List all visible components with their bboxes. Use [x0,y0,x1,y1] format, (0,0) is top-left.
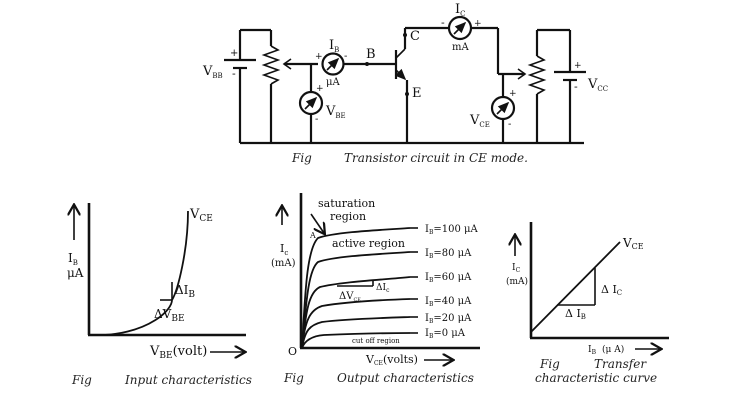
origin-label: O [288,345,297,358]
svg-text:-: - [441,16,445,29]
transfer-caption-fig: Fig [539,357,560,371]
saturation-arrow-icon [310,213,324,233]
delta-ic-label: Δ IC [601,283,622,297]
transfer-caption-title-2: characteristic curve [535,371,657,385]
curve-ib-20 [301,316,411,349]
cutoff-region-label: cut off region [352,337,400,345]
npn-transistor: C E [394,26,448,143]
curve-ib-40 [301,298,411,349]
ic-unit: mA [452,42,469,53]
transfer-caption-title: Transfer [594,357,647,371]
svg-text:-: - [344,51,347,62]
curve-label-ib-100: IB=100 μA [425,224,479,236]
input-caption-fig: Fig [71,373,92,387]
svg-text:+: + [474,19,482,29]
curve-label-ib-40: IB=40 μA [425,296,472,308]
delta-ib-label: ΔIB [175,283,195,300]
y-axis-label: IB [68,251,78,267]
curve-ib-0 [301,332,411,349]
curve-label-ib-60: IB=60 μA [425,272,472,284]
base-potentiometer [261,30,318,143]
ib-unit: μA [326,77,340,88]
y-axis-label: Ic [280,242,288,257]
ce-circuit: + - VBB + - IB μA B [202,2,608,165]
curve-label: VCE [189,207,213,224]
circuit-caption-title: Transistor circuit in CE mode. [344,151,528,165]
ib-meter: + - IB μA B [315,38,396,88]
curve-ib-100 [301,227,411,349]
svg-text:-: - [315,114,318,125]
curve-ib-60 [301,276,411,349]
collector-potentiometer [527,28,570,143]
x-axis-label: IB(μ A) [588,344,624,356]
y-axis-unit: μA [67,266,84,280]
y-axis-unit: (mA) [271,258,296,269]
node-b-label: B [366,47,376,62]
vcc-label: VCC [587,77,608,93]
curve-label-ib-80: IB=80 μA [425,248,472,260]
svg-text:-: - [574,80,578,93]
active-region-label: active region [332,237,405,250]
vce-label: VCE [469,113,490,129]
svg-text:+: + [509,89,517,99]
x-axis-label: VBE(volt) [149,344,207,361]
delta-vbe-label: ΔVBE [154,307,185,324]
point-a-label: A [309,231,316,240]
transfer-characteristic-chart: IC (mA) VCE Δ IC Δ IB IB(μ A) Fig Transf… [506,222,669,385]
svg-text:+: + [574,61,582,71]
input-characteristics-chart: IB μA VCE ΔIB ΔVBE VBE(volt) Fig Input c… [67,203,252,387]
svg-text:+: + [316,84,324,94]
curve-label-ib-20: IB=20 μA [425,313,472,325]
y-axis-unit: (mA) [506,276,528,287]
vce-meter: + - VCE [469,74,517,143]
vcc-battery: + - VCC [554,30,608,143]
vbb-minus: - [232,67,236,80]
y-axis-label: IC [512,263,521,274]
ic-meter: - + IC mA [441,2,527,80]
curve-labels: IB=100 μA IB=80 μA IB=60 μA IB=40 μA IB=… [410,224,479,340]
delta-ib-label: Δ IB [565,307,586,321]
vbb-plus: + [230,48,238,59]
vbe-label: VBE [325,104,346,120]
delta-vce-label: ΔVCE [339,291,361,303]
svg-text:+: + [315,52,323,62]
ammeter-icon [321,52,345,76]
vbe-meter: + - VBE [298,64,346,143]
node-e-label: E [412,86,422,101]
svg-text:-: - [508,119,511,130]
output-curves [301,227,411,349]
x-axis-label: VCE(volts) [365,353,418,367]
output-caption-fig: Fig [283,371,304,385]
ib-label: IB [329,38,339,54]
saturation-label-2: region [330,210,366,223]
circuit-caption-fig: Fig [291,151,312,165]
node-c-label: C [410,29,420,44]
vbb-label: VBB [202,64,223,80]
vbb-battery: + - VBB [202,28,271,143]
saturation-label: saturation [318,197,375,210]
output-caption-title: Output characteristics [337,371,474,385]
curve-ib-80 [301,251,411,349]
curve-label: VCE [622,236,644,251]
transfer-line [530,241,621,333]
curve-label-ib-0: IB=0 μA [425,328,466,340]
ic-label: IC [455,2,466,18]
input-caption-title: Input characteristics [124,373,252,387]
output-characteristics-chart: Ic (mA) O A saturation region active reg… [271,193,480,385]
delta-ic-label: ΔIc [376,283,390,294]
